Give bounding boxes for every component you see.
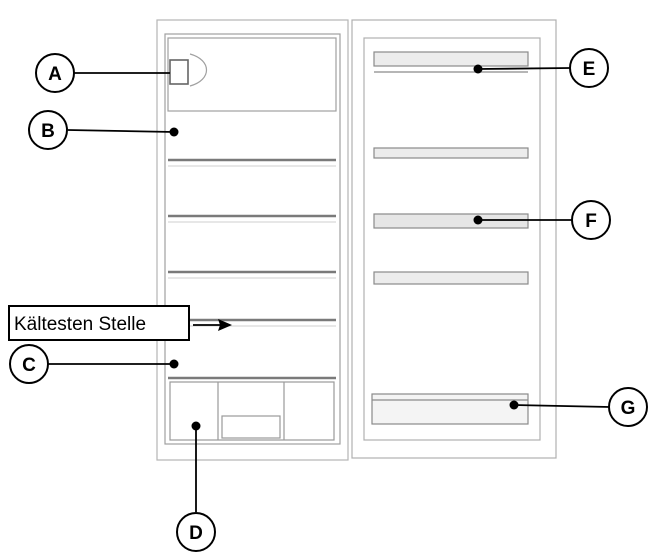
crisper-drawers bbox=[169, 381, 335, 441]
callout-d: D bbox=[176, 421, 216, 552]
callout-g: G bbox=[509, 387, 648, 427]
callout-e-label: E bbox=[583, 59, 596, 80]
callout-b: B bbox=[28, 110, 179, 150]
callout-c: C bbox=[9, 344, 179, 384]
callout-g-label: G bbox=[621, 398, 636, 419]
callout-c-label: C bbox=[22, 355, 36, 376]
coldest-zone-label: Kältesten Stelle bbox=[14, 314, 146, 335]
callout-b-label: B bbox=[41, 121, 55, 142]
callout-a-label: A bbox=[48, 64, 62, 85]
fridge-shelves bbox=[168, 158, 336, 380]
shelf-faint-lines bbox=[168, 165, 336, 327]
coldest-zone-note: Kältesten Stelle bbox=[8, 305, 232, 341]
door-shelf-3 bbox=[373, 271, 529, 285]
callout-f-label: F bbox=[585, 211, 597, 232]
fridge-cabinet bbox=[156, 19, 349, 461]
door-shelf-g bbox=[371, 393, 529, 425]
fridge-door bbox=[351, 19, 557, 459]
door-shelf-2 bbox=[373, 147, 529, 159]
callout-d-label: D bbox=[189, 523, 203, 544]
door-shelves bbox=[371, 51, 529, 425]
callout-a: A bbox=[35, 53, 170, 93]
callout-f: F bbox=[473, 200, 611, 240]
door-shelf-e bbox=[373, 51, 529, 67]
callout-e: E bbox=[473, 48, 609, 88]
door-shelf-f bbox=[373, 213, 529, 229]
